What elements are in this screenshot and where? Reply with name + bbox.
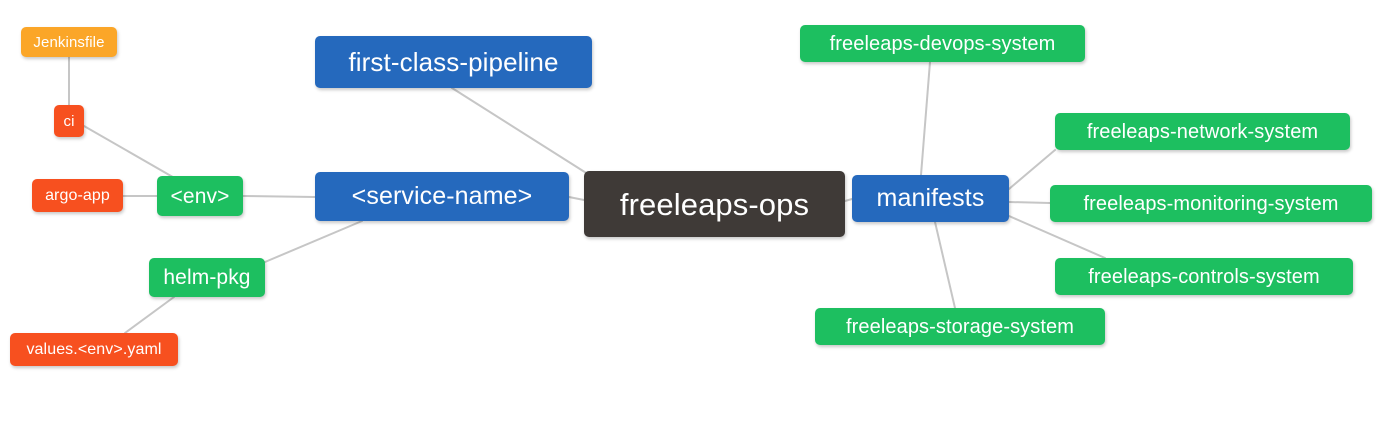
node-label-helm-pkg: helm-pkg (163, 266, 251, 289)
node-label-freeleaps-devops-system: freeleaps-devops-system (829, 32, 1056, 55)
edge-env-to-ci (83, 125, 179, 181)
node-label-env: <env> (170, 184, 230, 208)
node-label-service-name: <service-name> (351, 182, 533, 210)
node-ci[interactable]: ci (54, 105, 84, 137)
node-label-jenkinsfile: Jenkinsfile (33, 33, 105, 51)
edge-manifests-to-freeleaps-devops-system (920, 61, 931, 176)
node-label-ci: ci (63, 112, 75, 130)
node-freeleaps-devops-system[interactable]: freeleaps-devops-system (800, 25, 1085, 62)
node-helm-pkg[interactable]: helm-pkg (149, 258, 265, 297)
node-freeleaps-ops[interactable]: freeleaps-ops (584, 171, 845, 237)
node-freeleaps-controls-system[interactable]: freeleaps-controls-system (1055, 258, 1353, 295)
edge-manifests-to-freeleaps-storage-system (934, 221, 956, 309)
node-freeleaps-network-system[interactable]: freeleaps-network-system (1055, 113, 1350, 150)
node-env[interactable]: <env> (157, 176, 243, 216)
edge-manifests-to-freeleaps-controls-system (1008, 215, 1106, 259)
node-label-manifests: manifests (876, 184, 985, 212)
edge-freeleaps-ops-to-first-class-pipeline (451, 87, 592, 177)
node-label-argo-app: argo-app (45, 186, 110, 204)
edge-service-name-to-env (242, 195, 316, 198)
edge-service-name-to-helm-pkg (264, 220, 363, 263)
edge-helm-pkg-to-values-yaml (124, 296, 175, 334)
edge-manifests-to-freeleaps-network-system (1008, 149, 1056, 190)
node-label-freeleaps-controls-system: freeleaps-controls-system (1088, 265, 1320, 288)
node-label-values-yaml: values.<env>.yaml (26, 340, 162, 358)
node-first-class-pipeline[interactable]: first-class-pipeline (315, 36, 592, 88)
edge-freeleaps-ops-to-manifests (844, 198, 853, 202)
edge-manifests-to-freeleaps-monitoring-system (1008, 201, 1051, 204)
node-label-freeleaps-ops: freeleaps-ops (619, 186, 810, 222)
node-label-first-class-pipeline: first-class-pipeline (348, 47, 559, 77)
node-label-freeleaps-network-system: freeleaps-network-system (1086, 120, 1319, 143)
node-freeleaps-monitoring-system[interactable]: freeleaps-monitoring-system (1050, 185, 1372, 222)
node-manifests[interactable]: manifests (852, 175, 1009, 222)
node-service-name[interactable]: <service-name> (315, 172, 569, 221)
node-label-freeleaps-storage-system: freeleaps-storage-system (845, 315, 1075, 338)
edge-freeleaps-ops-to-service-name (568, 196, 585, 201)
node-freeleaps-storage-system[interactable]: freeleaps-storage-system (815, 308, 1105, 345)
node-values-yaml[interactable]: values.<env>.yaml (10, 333, 178, 366)
node-label-freeleaps-monitoring-system: freeleaps-monitoring-system (1083, 192, 1339, 215)
node-argo-app[interactable]: argo-app (32, 179, 123, 212)
node-jenkinsfile[interactable]: Jenkinsfile (21, 27, 117, 57)
